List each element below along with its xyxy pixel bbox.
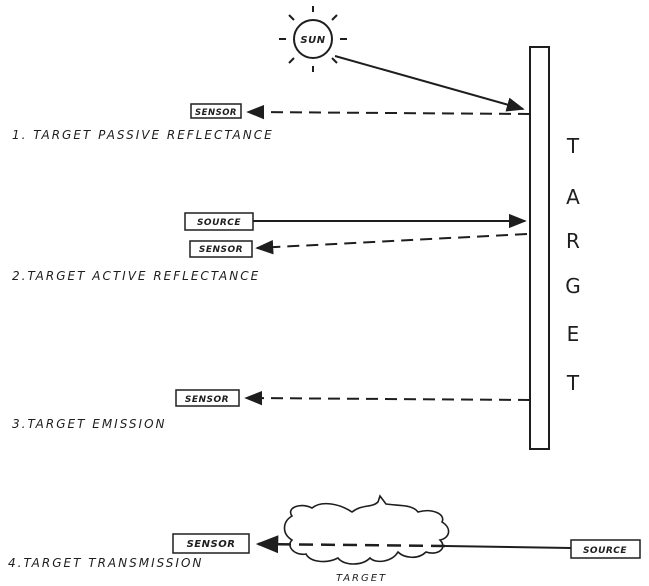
source-box-4 [570, 539, 641, 559]
sensor-box-2 [189, 240, 253, 258]
source-label-4: SOURCE [583, 546, 627, 556]
sun-to-target-arrow [334, 55, 525, 112]
sensor-box-1 [190, 103, 242, 119]
transmission-target-cloud [283, 494, 450, 565]
target-letter-t2: T [566, 371, 580, 395]
emission-arrow [244, 390, 531, 406]
sun-label: SUN [300, 35, 325, 46]
target-letter-r: R [566, 229, 580, 253]
target-letter-a: A [566, 185, 580, 209]
target-letter-g: G [565, 274, 581, 298]
sensor-box-3 [175, 389, 240, 407]
reflect-arrow-1 [246, 104, 531, 120]
sensor-label-1: SENSOR [195, 108, 237, 118]
source-label-2: SOURCE [197, 218, 241, 228]
target-letter-e: E [567, 322, 580, 346]
caption-active-reflectance: 2.TARGET ACTIVE REFLECTANCE [12, 269, 260, 283]
sensor-label-3: SENSOR [185, 395, 229, 405]
sensor-label-2: SENSOR [199, 245, 243, 255]
caption-emission: 3.TARGET EMISSION [12, 417, 167, 431]
caption-passive-reflectance: 1. TARGET PASSIVE REFLECTANCE [12, 128, 274, 142]
transmission-arrow [255, 535, 446, 554]
transmission-solid-line [444, 545, 572, 549]
target-bar [529, 46, 550, 450]
target-letter-t1: T [566, 134, 580, 158]
reflect-arrow-2 [255, 233, 528, 255]
sensor-label-4: SENSOR [187, 539, 236, 550]
cloud-target-label: TARGET [336, 573, 387, 584]
caption-transmission: 4.TARGET TRANSMISSION [8, 556, 203, 570]
sun-icon [279, 6, 347, 72]
sensor-box-4 [172, 533, 250, 554]
target-letters: T A R G E T [565, 134, 581, 395]
